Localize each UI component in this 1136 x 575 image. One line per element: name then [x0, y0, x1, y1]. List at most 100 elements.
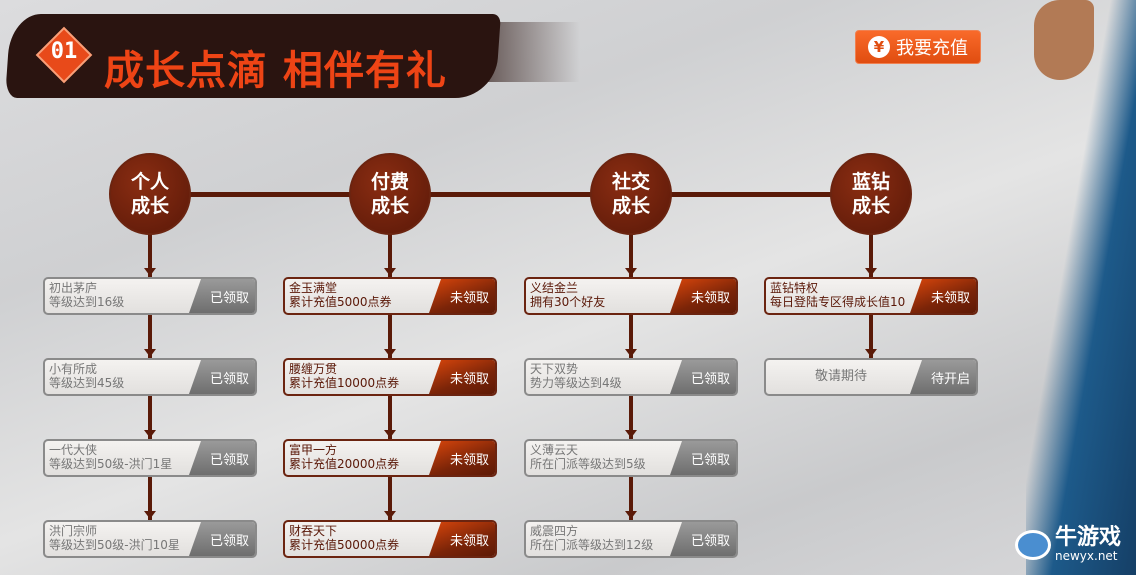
character-artwork	[1026, 0, 1136, 575]
arrow-down-icon	[384, 349, 396, 357]
reward-name: 初出茅庐	[49, 281, 98, 295]
reward-text: 洪门宗师等级达到50级-洪门10星	[49, 524, 180, 552]
reward-condition: 累计充值20000点券	[289, 457, 400, 471]
recharge-label: 我要充值	[896, 38, 968, 59]
reward-text: 富甲一方累计充值20000点券	[289, 443, 399, 471]
claim-status-button[interactable]: 已领取	[189, 360, 255, 394]
watermark-logo: 牛游戏 newyx.net	[1015, 527, 1121, 563]
reward-condition: 累计充值5000点券	[289, 295, 392, 309]
category-node: 个人 成长	[109, 153, 191, 235]
reward-name: 一代大侠	[49, 443, 98, 457]
claim-status-button[interactable]: 已领取	[189, 441, 255, 475]
reward-text: 金玉满堂累计充值5000点券	[289, 281, 392, 309]
title-brush-tail	[330, 22, 580, 82]
reward-condition: 等级达到50级-洪门1星	[49, 457, 173, 471]
reward-card: 腰缠万贯累计充值10000点券 未领取	[283, 358, 497, 396]
reward-card: 初出茅庐等级达到16级 已领取	[43, 277, 257, 315]
claim-status-button[interactable]: 已领取	[189, 522, 255, 556]
arrow-down-icon	[625, 268, 637, 276]
reward-condition: 所在门派等级达到5级	[530, 457, 646, 471]
reward-text: 义结金兰拥有30个好友	[530, 281, 605, 309]
reward-name: 威震四方	[530, 524, 579, 538]
reward-card: 义结金兰拥有30个好友 未领取	[524, 277, 738, 315]
reward-text: 蓝钻特权每日登陆专区得成长值10	[770, 281, 905, 309]
reward-name: 义结金兰	[530, 281, 579, 295]
arrow-down-icon	[384, 511, 396, 519]
category-node: 社交 成长	[590, 153, 672, 235]
reward-name: 洪门宗师	[49, 524, 98, 538]
cow-mascot-icon	[1015, 530, 1051, 560]
claim-status-button[interactable]: 未领取	[429, 360, 495, 394]
page-title: 成长点滴 相伴有礼	[104, 48, 447, 94]
arrow-down-icon	[865, 268, 877, 276]
claim-status-button[interactable]: 未领取	[670, 279, 736, 313]
arrow-down-icon	[865, 349, 877, 357]
arrow-down-icon	[144, 268, 156, 276]
reward-name: 义薄云天	[530, 443, 579, 457]
reward-card: 富甲一方累计充值20000点券 未领取	[283, 439, 497, 477]
recharge-button[interactable]: ¥ 我要充值	[855, 30, 981, 64]
claim-status-button[interactable]: 已领取	[189, 279, 255, 313]
reward-text: 初出茅庐等级达到16级	[49, 281, 124, 309]
claim-status-button[interactable]: 未领取	[910, 279, 976, 313]
timeline-connector	[150, 192, 871, 197]
reward-name: 金玉满堂	[289, 281, 338, 295]
reward-condition: 每日登陆专区得成长值10	[770, 295, 906, 309]
section-number: 01	[50, 39, 78, 64]
claim-status-button[interactable]: 已领取	[670, 441, 736, 475]
reward-text: 天下双势势力等级达到4级	[530, 362, 622, 390]
reward-text: 腰缠万贯累计充值10000点券	[289, 362, 399, 390]
reward-condition: 累计充值10000点券	[289, 376, 400, 390]
arrow-down-icon	[144, 349, 156, 357]
reward-name: 小有所成	[49, 362, 98, 376]
reward-card: 金玉满堂累计充值5000点券 未领取	[283, 277, 497, 315]
reward-name: 财吞天下	[289, 524, 338, 538]
reward-name: 富甲一方	[289, 443, 338, 457]
reward-condition: 拥有30个好友	[530, 295, 606, 309]
reward-condition: 等级达到16级	[49, 295, 125, 309]
claim-status-button[interactable]: 未领取	[429, 441, 495, 475]
reward-condition: 等级达到45级	[49, 376, 125, 390]
claim-status-button[interactable]: 未领取	[429, 279, 495, 313]
category-node: 蓝钻 成长	[830, 153, 912, 235]
claim-status-button[interactable]: 已领取	[670, 360, 736, 394]
reward-text: 小有所成等级达到45级	[49, 362, 124, 390]
reward-card: 天下双势势力等级达到4级 已领取	[524, 358, 738, 396]
reward-text: 敬请期待	[766, 370, 916, 384]
arrow-down-icon	[144, 430, 156, 438]
reward-condition: 势力等级达到4级	[530, 376, 622, 390]
reward-card: 洪门宗师等级达到50级-洪门10星已领取	[43, 520, 257, 558]
reward-card: 一代大侠等级达到50级-洪门1星已领取	[43, 439, 257, 477]
claim-status-button[interactable]: 已领取	[670, 522, 736, 556]
arrow-down-icon	[625, 511, 637, 519]
character-arm	[1034, 0, 1094, 80]
reward-name: 蓝钻特权	[770, 281, 819, 295]
reward-card: 财吞天下累计充值50000点券 未领取	[283, 520, 497, 558]
reward-card: 敬请期待 待开启	[764, 358, 978, 396]
arrow-down-icon	[625, 430, 637, 438]
reward-text: 财吞天下累计充值50000点券	[289, 524, 399, 552]
reward-card: 小有所成等级达到45级 已领取	[43, 358, 257, 396]
reward-text: 义薄云天所在门派等级达到5级	[530, 443, 646, 471]
watermark-name: 牛游戏	[1055, 525, 1122, 550]
arrow-down-icon	[625, 349, 637, 357]
reward-name: 腰缠万贯	[289, 362, 338, 376]
yen-icon: ¥	[868, 36, 890, 58]
reward-condition: 累计充值50000点券	[289, 538, 400, 552]
claim-status-button[interactable]: 未领取	[429, 522, 495, 556]
reward-condition: 等级达到50级-洪门10星	[49, 538, 180, 552]
arrow-down-icon	[384, 268, 396, 276]
reward-condition: 所在门派等级达到12级	[530, 538, 654, 552]
claim-status-button[interactable]: 待开启	[910, 360, 976, 394]
reward-card: 义薄云天所在门派等级达到5级已领取	[524, 439, 738, 477]
watermark-domain: newyx.net	[1055, 549, 1118, 563]
reward-text: 威震四方所在门派等级达到12级	[530, 524, 653, 552]
reward-name: 天下双势	[530, 362, 579, 376]
category-node: 付费 成长	[349, 153, 431, 235]
arrow-down-icon	[144, 511, 156, 519]
reward-card: 威震四方所在门派等级达到12级已领取	[524, 520, 738, 558]
reward-text: 一代大侠等级达到50级-洪门1星	[49, 443, 172, 471]
reward-name: 敬请期待	[814, 369, 867, 384]
arrow-down-icon	[384, 430, 396, 438]
